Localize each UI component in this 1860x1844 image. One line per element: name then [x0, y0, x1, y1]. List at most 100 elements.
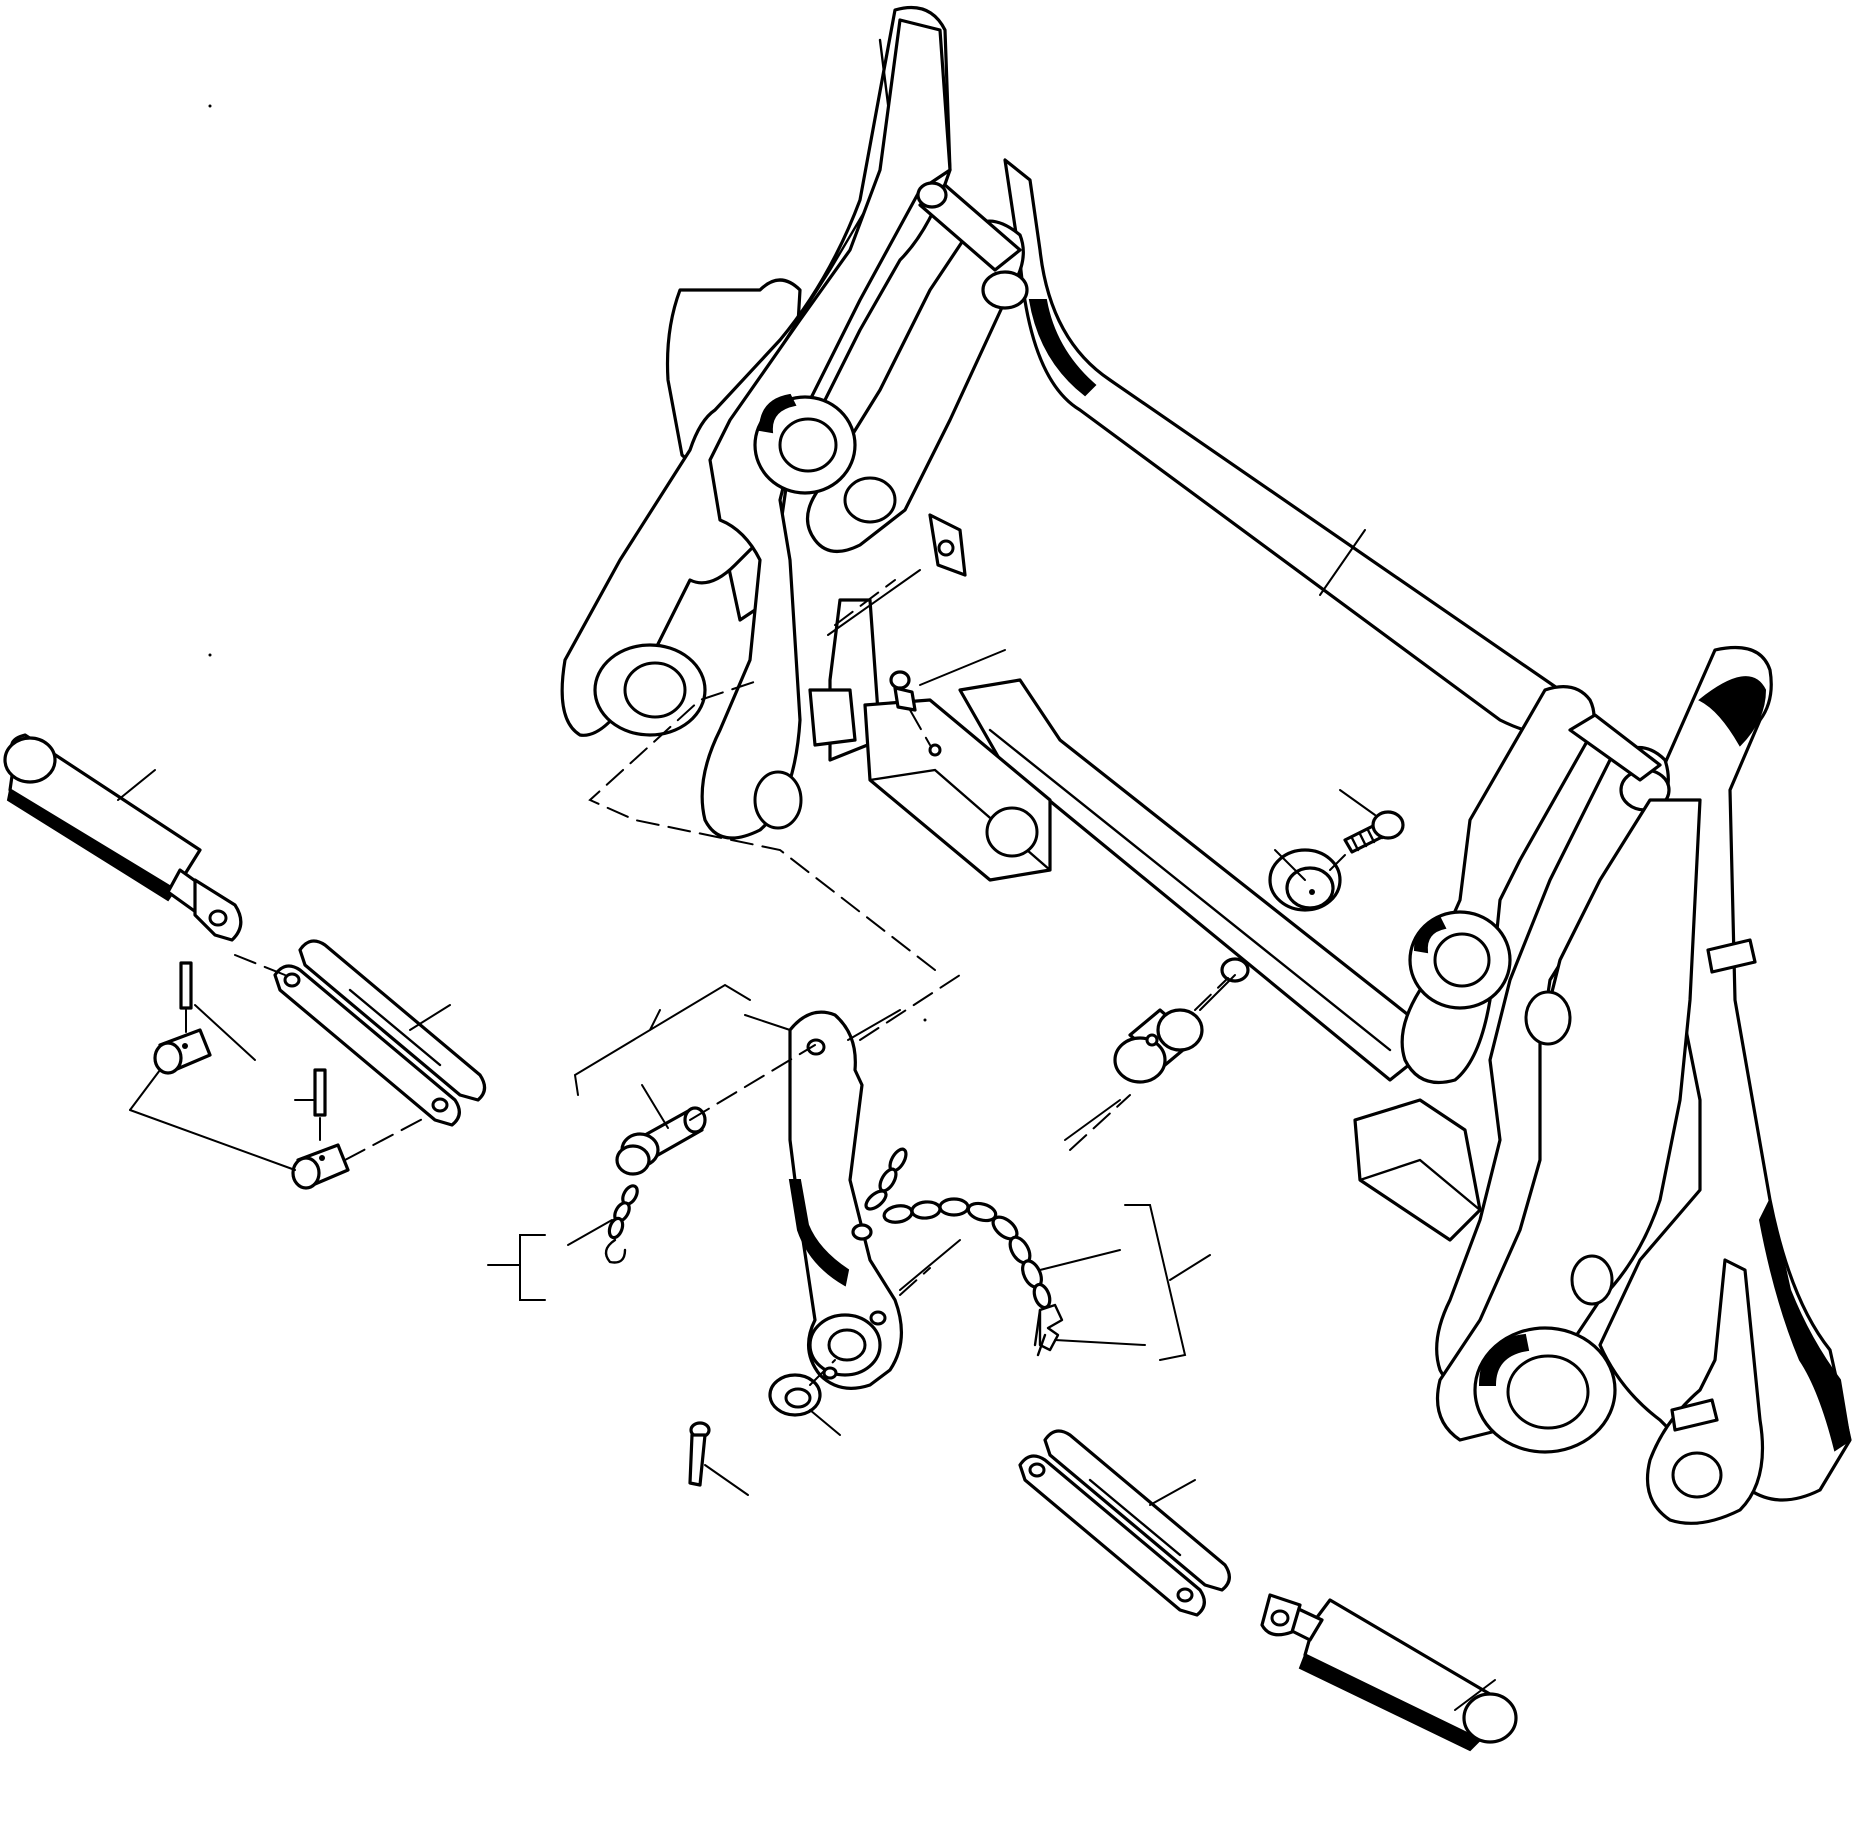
leader-cylinder-right — [1454, 1679, 1496, 1711]
cotter-pin — [688, 1421, 711, 1487]
right-link-bar-rear — [1043, 1429, 1231, 1592]
leader-grease — [919, 649, 1006, 686]
right-lower-eye-hole — [1506, 1354, 1590, 1430]
leader-bushing — [1274, 849, 1306, 881]
chain-link-mid-2 — [878, 1167, 898, 1193]
right-outer-plate-shadow — [1698, 676, 1767, 747]
locking-lever-arm — [788, 1010, 904, 1390]
left-cylinder-shadow — [6, 788, 177, 902]
chain-link-mid-3 — [864, 1189, 888, 1211]
leader-washer — [809, 1409, 841, 1436]
leader-lever-pin — [641, 1084, 669, 1129]
leader-link-right — [1149, 1479, 1196, 1506]
roll-pins — [179, 961, 327, 1117]
right-front-plate-hole-lower — [1570, 1254, 1614, 1306]
chain-link-2 — [910, 1200, 942, 1220]
washer-inner — [784, 1387, 812, 1409]
left-inner-plate-lower-hole — [753, 770, 803, 830]
dash-chain-hub — [899, 1267, 931, 1296]
locking-lever — [788, 1010, 904, 1390]
dash-pin-to-lever — [689, 1044, 816, 1121]
left-link-bar-hole-b — [431, 1097, 449, 1113]
lever-pin-head-face — [615, 1144, 651, 1176]
grease-fitting-port — [928, 743, 942, 757]
leader-lock-pins-a — [129, 1069, 161, 1111]
chain-link-4 — [966, 1201, 998, 1223]
leader-frame-pin — [1064, 1099, 1121, 1141]
upper-cross-beam — [1003, 158, 1592, 735]
leader-frame-tab — [827, 569, 921, 636]
retaining-chain — [604, 1147, 1052, 1310]
bushing — [1268, 848, 1342, 912]
bracket-chain-right — [1124, 1204, 1211, 1361]
chain-ring-left — [604, 1238, 627, 1264]
leader-cotter — [704, 1464, 749, 1496]
grease-fitting — [889, 670, 942, 757]
lock-pin-lower-face — [291, 1156, 321, 1190]
left-link-bar-hole-a — [283, 972, 301, 988]
dash-frame-tab — [834, 579, 896, 626]
right-rear-eye-hole — [1433, 932, 1491, 988]
right-cylinder-end-cap — [1462, 1692, 1518, 1744]
frame-pin-end — [1156, 1008, 1204, 1052]
right-bottom-lug-hole — [1671, 1451, 1723, 1499]
leader-chain-left — [567, 1219, 613, 1246]
upper-beam-shadow — [1028, 299, 1097, 397]
right-link-bar-hole-a — [1028, 1462, 1046, 1478]
assembly-lines — [185, 579, 1346, 1386]
dash-cylinder-to-link — [234, 954, 286, 976]
lock-pin-upper-hole — [182, 1043, 188, 1049]
frame-plug — [1220, 957, 1250, 983]
lock-pin-upper-face — [153, 1041, 183, 1075]
locking-lever-bottom-hole — [822, 1366, 838, 1380]
dash-lever-to-frame — [588, 679, 936, 971]
left-upper-eye-hole — [778, 417, 838, 473]
chain-anchor — [851, 1223, 873, 1241]
dash-lockpin-to-link — [344, 1114, 431, 1161]
right-top-pin — [1568, 713, 1662, 782]
speck-1 — [208, 104, 212, 108]
left-small-block — [808, 688, 857, 747]
right-rear-eye-shadow — [1413, 916, 1447, 954]
right-hydraulic-cylinder — [1260, 1593, 1518, 1752]
quick-coupler-frame — [560, 5, 1852, 1525]
leader-lock-pins-b — [129, 1109, 296, 1171]
bolt-thread — [1350, 824, 1384, 852]
left-square-housing-bore — [985, 806, 1039, 858]
left-lower-boss-hole — [623, 661, 687, 719]
chain-link-left-3 — [607, 1216, 625, 1240]
chain-link-1 — [882, 1204, 914, 1224]
leader-hub — [899, 1239, 961, 1291]
locking-lever-top-hole — [806, 1038, 826, 1056]
right-link-bar-hole-b — [1176, 1587, 1194, 1603]
left-front-link-hole — [843, 476, 897, 524]
leader-link-left — [409, 1004, 451, 1031]
left-cylinder-clevis-hole — [208, 909, 228, 927]
grease-fitting-head — [889, 670, 911, 690]
dash-washer — [809, 1359, 836, 1386]
right-lower-housing — [1353, 1098, 1482, 1242]
bracket-chain-left — [487, 1234, 546, 1301]
right-link-bar — [1018, 1429, 1231, 1617]
dash-lever-to-frame-top — [859, 974, 961, 1041]
right-lower-housing-edge — [1358, 1158, 1482, 1212]
leader-lines — [117, 529, 1496, 1711]
speck-2 — [208, 653, 212, 657]
grease-fitting-body — [893, 686, 917, 712]
frame-pin-cross-hole — [1145, 1033, 1159, 1047]
dash-frame-pin — [1069, 1094, 1131, 1151]
lower-beam-edge — [988, 728, 1392, 1052]
chain-link-3 — [938, 1197, 970, 1217]
right-front-plate-hole-upper — [1524, 990, 1572, 1046]
left-inner-plate — [700, 18, 952, 840]
left-link-bar-front — [273, 964, 461, 1127]
left-bracket-tab-hole — [937, 539, 955, 557]
right-lower-eye-shadow — [1478, 1333, 1530, 1386]
leader-cylinder-left — [117, 769, 156, 801]
leader-upper-beam — [1319, 529, 1366, 596]
bolt-head — [1371, 810, 1405, 840]
left-top-pin-end — [916, 181, 948, 209]
right-bottom-lug — [1645, 1258, 1765, 1525]
